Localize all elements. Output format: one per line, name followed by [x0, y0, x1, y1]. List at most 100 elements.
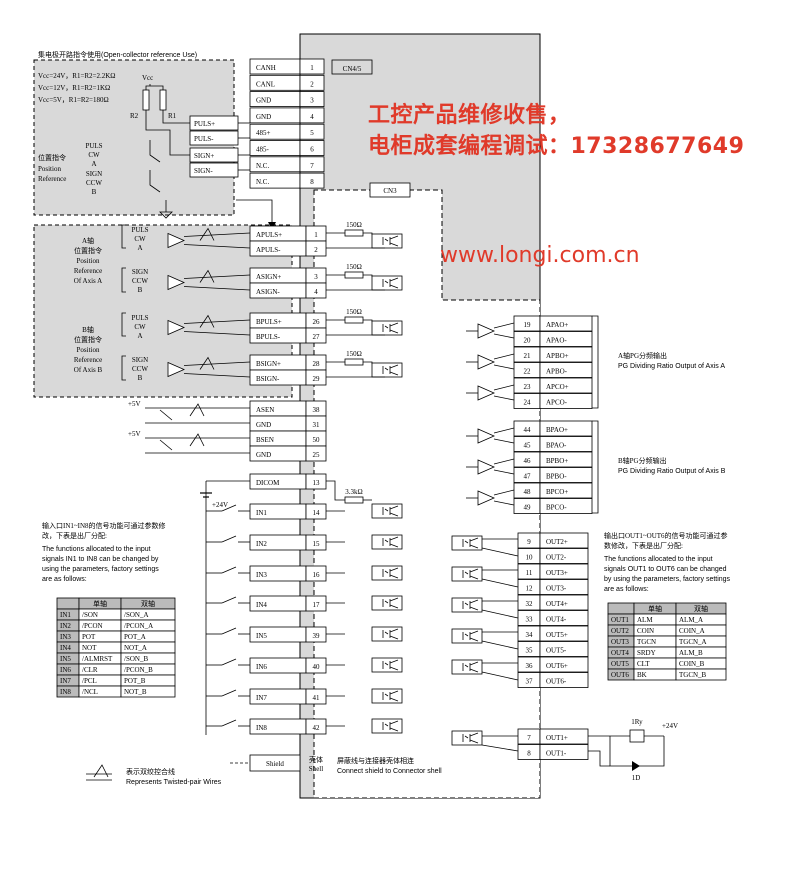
- in-table-text-3-2: POT: [82, 633, 96, 641]
- out-table-head-2: 双轴: [694, 604, 708, 613]
- pg-a-en: PG Dividing Ratio Output of Axis A: [618, 363, 725, 370]
- res-150-label-2: 150Ω: [346, 263, 362, 271]
- in-note-en-4: are as follows:: [42, 576, 87, 583]
- in-switch-blade-8: [221, 719, 237, 727]
- cn45-row-4-label: GND: [256, 113, 271, 121]
- left-pin-6-num-cell: [305, 327, 327, 344]
- opto-in-4-emitter: [389, 604, 399, 609]
- out-table-text-2-2: COIN: [637, 627, 654, 635]
- diff-wire-p-1: [183, 232, 251, 237]
- pg-a-row-1-num: 19: [524, 321, 532, 329]
- out-row-10-num: 37: [526, 678, 534, 686]
- diode-icon: [632, 761, 640, 771]
- out-row-9-num: 36: [526, 662, 534, 670]
- pg-a-w2-3: [493, 395, 515, 401]
- opto-axis-2-emitter: [389, 284, 399, 289]
- shell-label-cn: 壳体: [309, 755, 323, 764]
- in-note-cn-1: 输入口IN1~IN8的信号功能可通过参数修: [42, 521, 166, 530]
- watermark-url: www.longi.com.cn: [440, 243, 640, 268]
- in-switch-blade-3: [221, 566, 237, 574]
- res-150-3: [344, 316, 364, 324]
- out-row-4-num: 12: [526, 585, 534, 593]
- out-row-6-label-cell: [539, 610, 589, 626]
- res-150-label-4: 150Ω: [346, 350, 362, 358]
- watermark-line-2: 电柜成套编程调试：17328677649: [368, 134, 745, 159]
- pg-b-row-5-label-cell: [539, 482, 593, 499]
- pg-b-row-4-label: BPBO-: [546, 473, 567, 481]
- pg-a-row-4-label: APBO-: [546, 368, 568, 376]
- left-pin-5-num: 26: [313, 318, 321, 326]
- out-row-1-label-cell: [539, 532, 589, 549]
- out1-row-2-label: OUT1-: [546, 750, 567, 758]
- cn45-row-6-num: 6: [310, 146, 314, 154]
- pg-a-row-3-label-cell: [539, 346, 593, 363]
- twist-pair-3: [199, 314, 215, 328]
- left-pin-21-label: IN8: [256, 724, 267, 732]
- dicom-int: [326, 480, 345, 501]
- pg-b-cn: B轴PG分频输出: [618, 456, 667, 465]
- pg-a-row-2-label-cell: [539, 331, 593, 347]
- opto-axis-3-emitter: [389, 329, 399, 334]
- pg-b-row-6-label: BPCO-: [546, 504, 567, 512]
- opto-axis-3-arrow: [384, 325, 389, 329]
- opto-in-1-collector: [389, 505, 399, 510]
- legend-twist-icon: [93, 764, 109, 778]
- pg-a-row-1-label: APAO+: [546, 321, 568, 329]
- cn45-row-1-label: CANH: [256, 64, 276, 72]
- opto-in-6-arrow: [384, 662, 389, 666]
- opto-in-4-collector: [389, 597, 399, 602]
- opto-in-2-emitter: [389, 543, 399, 548]
- pg-a-row-1-label-cell: [539, 315, 593, 332]
- in-switch-blade-1: [221, 504, 237, 512]
- in-table-text-1-1: IN1: [60, 611, 71, 619]
- pg-a-row-4-label-cell: [539, 362, 593, 378]
- axis-a-en-2: Reference: [74, 267, 102, 275]
- axis-b-puls-3: A: [137, 332, 142, 340]
- out-row-10-label-cell: [539, 672, 589, 688]
- out-note-en-2: signals OUT1 to OUT6 can be changed: [604, 566, 727, 573]
- in-table-text-7-2: /PCL: [82, 677, 97, 685]
- pg-b-w1-3: [493, 489, 515, 496]
- pg-b-bracket: [592, 420, 599, 514]
- out-table-head-blank: [607, 602, 635, 615]
- oc-puls-cw-a-1: PULS: [85, 142, 102, 150]
- cn45-row-3-label: GND: [256, 97, 271, 105]
- left-pin-18-num-cell: [305, 626, 327, 643]
- out-table-text-5-2: CLT: [637, 660, 650, 668]
- left-pin-19-num: 40: [313, 663, 321, 671]
- pg-b-row-2-label-cell: [539, 436, 593, 452]
- twist-pair-4: [199, 356, 215, 370]
- opto-out-6-emitter: [469, 668, 479, 673]
- res-150-label-3: 150Ω: [346, 308, 362, 316]
- opto-in-8-emitter: [389, 727, 399, 732]
- left-pin-12-num: 25: [313, 451, 321, 459]
- opto-out-3-emitter: [469, 575, 479, 580]
- pg-a-row-6-label-cell: [539, 393, 593, 409]
- opto-in-1-arrow: [384, 508, 389, 512]
- out-table-text-1-1: OUT1: [611, 616, 629, 624]
- out1-w2: [481, 744, 519, 752]
- opto-in-7-arrow: [384, 693, 389, 697]
- oc-ref-cn: 位置指令: [38, 153, 66, 162]
- pg-b-row-2-label: BPAO-: [546, 442, 567, 450]
- diff-wire-n-1: [183, 244, 251, 249]
- out-row-9-label-cell: [539, 656, 589, 673]
- out-row-7-label: OUT5+: [546, 631, 568, 639]
- pg-b-row-6-label-cell: [539, 498, 593, 514]
- left-pin-14-label: IN1: [256, 509, 267, 517]
- out-row-8-label-cell: [539, 641, 589, 657]
- out-table-text-4-1: OUT4: [611, 649, 629, 657]
- oc-sign-ccw-b-2: CCW: [86, 179, 102, 187]
- left-pin-17-num: 17: [313, 601, 321, 609]
- out1-row-1-label: OUT1+: [546, 734, 568, 742]
- out-table-text-6-3: TGCN_B: [679, 671, 707, 679]
- left-pin-18-num: 39: [313, 632, 321, 640]
- pg-b-w2-1: [493, 438, 515, 444]
- out-row-4-label: OUT3-: [546, 585, 567, 593]
- left-pin-11-label: BSEN: [256, 436, 274, 444]
- pg-b-row-5-label: BPCO+: [546, 488, 568, 496]
- left-pin-1-label: APULS+: [256, 231, 282, 239]
- out1-return: [588, 750, 610, 767]
- out-row-9-label: OUT6+: [546, 662, 568, 670]
- in-table-text-6-3: /PCON_B: [124, 666, 153, 674]
